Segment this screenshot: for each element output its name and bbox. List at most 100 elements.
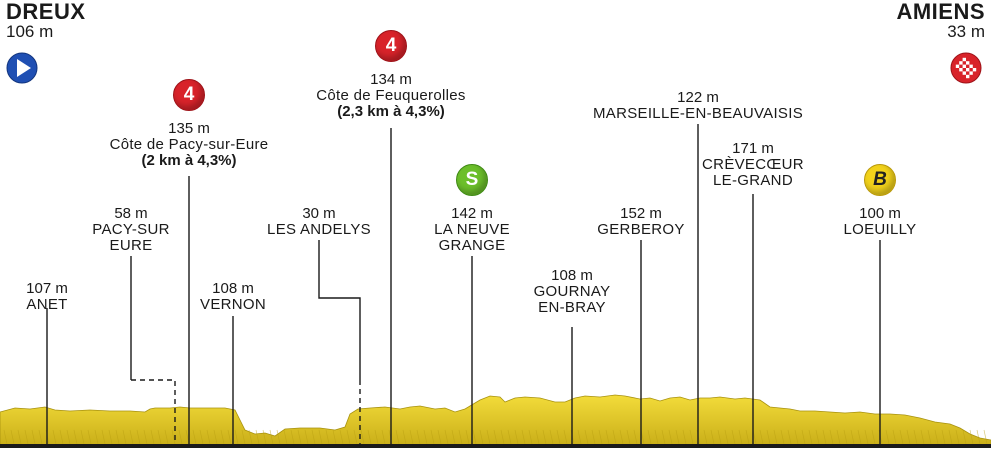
texture-stroke <box>66 429 71 445</box>
checker-square <box>972 68 977 72</box>
texture-stroke <box>311 429 316 445</box>
texture-stroke <box>52 429 57 445</box>
guide-line-les-andelys <box>318 240 361 380</box>
texture-stroke <box>619 429 624 445</box>
waypoint-name: LE-GRAND <box>713 172 793 189</box>
texture-stroke <box>759 429 764 445</box>
texture-stroke <box>549 429 554 445</box>
texture-stroke <box>255 429 260 445</box>
waypoint-name: MARSEILLE-EN-BEAUVAISIS <box>592 105 804 122</box>
texture-stroke <box>906 429 911 445</box>
texture-stroke <box>423 429 428 445</box>
waypoint-altitude: 171 m <box>732 140 774 157</box>
start-name: DREUX <box>6 0 86 24</box>
start-label: DREUX 106 m <box>6 1 86 41</box>
texture-stroke <box>38 429 43 445</box>
sprint-badge-icon: S <box>456 164 488 196</box>
texture-stroke <box>808 429 813 445</box>
texture-stroke <box>682 429 687 445</box>
waypoint-altitude: 152 m <box>620 205 662 222</box>
texture-stroke <box>969 429 974 445</box>
texture-stroke <box>24 429 29 445</box>
texture-stroke <box>101 429 106 445</box>
texture-stroke <box>542 429 547 445</box>
waypoint-altitude: 30 m <box>302 205 336 222</box>
texture-stroke <box>584 429 589 445</box>
texture-stroke <box>920 429 925 445</box>
texture-stroke <box>724 429 729 445</box>
checker-square <box>962 57 966 62</box>
texture-stroke <box>780 429 785 445</box>
start-arrow-icon <box>6 52 38 84</box>
texture-stroke <box>941 429 946 445</box>
texture-stroke <box>395 429 400 445</box>
texture-stroke <box>598 429 603 445</box>
texture-stroke <box>304 429 309 445</box>
texture-stroke <box>472 429 477 445</box>
texture-stroke <box>605 429 610 445</box>
texture-stroke <box>850 429 855 445</box>
checkered-flag-icon <box>950 52 982 84</box>
texture-stroke <box>836 429 841 445</box>
texture-stroke <box>654 429 659 445</box>
texture-stroke <box>339 429 344 445</box>
texture-stroke <box>136 429 141 445</box>
waypoint-altitude: 58 m <box>114 205 148 222</box>
texture-stroke <box>486 429 491 445</box>
texture-stroke <box>647 429 652 445</box>
finish-label: AMIENS 33 m <box>896 1 985 41</box>
texture-stroke <box>668 429 673 445</box>
checker-square <box>959 68 963 72</box>
texture-stroke <box>10 429 15 445</box>
texture-stroke <box>626 429 631 445</box>
texture-stroke <box>409 429 414 445</box>
waypoint-name: PACY-SUR <box>92 221 170 238</box>
texture-stroke <box>325 429 330 445</box>
texture-stroke <box>248 429 253 445</box>
texture-stroke <box>927 429 932 445</box>
texture-stroke <box>892 429 897 445</box>
texture-stroke <box>199 429 204 445</box>
texture-stroke <box>913 429 918 445</box>
texture-stroke <box>178 429 183 445</box>
category-climb-badge-icon: 4 <box>173 79 205 111</box>
texture-stroke <box>962 429 967 445</box>
texture-stroke <box>717 429 722 445</box>
texture-stroke <box>122 429 127 445</box>
texture-stroke <box>857 429 862 445</box>
texture-stroke <box>794 429 799 445</box>
texture-stroke <box>192 429 197 445</box>
checker-square <box>969 71 973 75</box>
checker-square <box>955 64 960 68</box>
waypoint-name: CRÈVECŒUR <box>702 156 804 173</box>
texture-stroke <box>689 429 694 445</box>
waypoint-name: LES ANDELYS <box>267 221 371 238</box>
checker-square <box>962 64 966 68</box>
texture-stroke <box>213 429 218 445</box>
texture-stroke <box>94 429 99 445</box>
texture-stroke <box>143 429 148 445</box>
texture-stroke <box>290 429 295 445</box>
texture-stroke <box>381 429 386 445</box>
texture-stroke <box>276 429 281 445</box>
texture-stroke <box>556 429 561 445</box>
texture-stroke <box>206 429 211 445</box>
texture-stroke <box>871 429 876 445</box>
texture-stroke <box>269 429 274 445</box>
climb-details: (2,3 km à 4,3%) <box>337 103 445 120</box>
texture-stroke <box>297 429 302 445</box>
texture-stroke <box>241 429 246 445</box>
waypoint-altitude: 108 m <box>212 280 254 297</box>
waypoint-name: GERBEROY <box>597 221 685 238</box>
texture-stroke <box>360 429 365 445</box>
waypoint-altitude: 134 m <box>370 71 412 88</box>
texture-stroke <box>227 429 232 445</box>
climb-details: (2 km à 4,3%) <box>141 152 237 169</box>
texture-stroke <box>3 429 8 445</box>
